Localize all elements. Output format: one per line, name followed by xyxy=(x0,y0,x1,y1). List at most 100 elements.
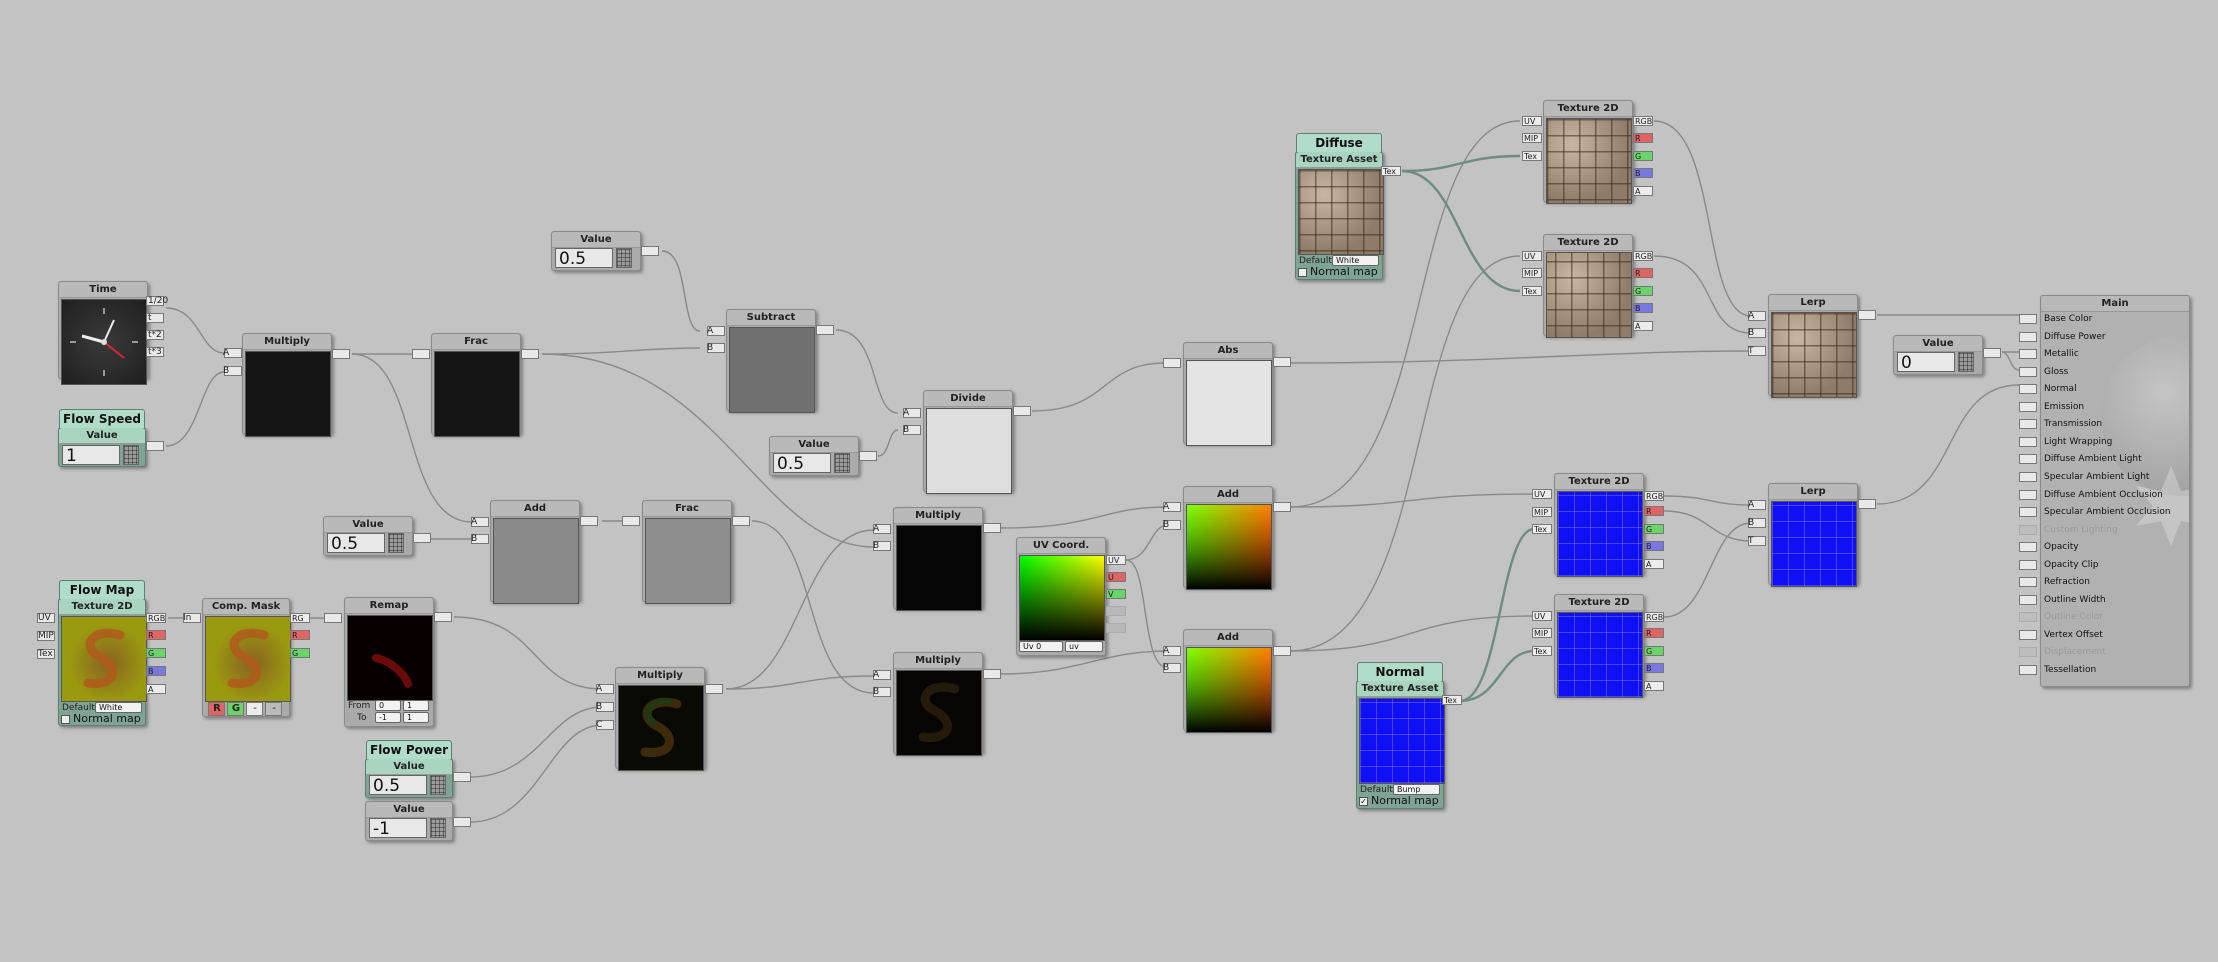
add-node[interactable]: Add xyxy=(1183,486,1273,590)
input-pin[interactable] xyxy=(471,517,489,527)
mask-g-button[interactable]: G xyxy=(227,702,244,716)
flow-map-node[interactable]: Flow Map Texture 2D Default White Normal… xyxy=(58,580,147,726)
normal-map-checkbox[interactable]: ✓ xyxy=(1359,797,1368,806)
output-pin-g[interactable]: G xyxy=(146,648,166,658)
output-pin-r[interactable]: R xyxy=(1644,628,1664,638)
texture2d-node[interactable]: Texture 2D xyxy=(1554,594,1644,698)
output-pin[interactable] xyxy=(1013,406,1031,416)
add-node[interactable]: Add xyxy=(1183,629,1273,733)
drag-handle[interactable] xyxy=(123,445,139,465)
value-input[interactable]: 1 xyxy=(62,445,120,466)
output-pin[interactable] xyxy=(1858,499,1876,509)
input-pin[interactable] xyxy=(707,343,725,353)
output-pin[interactable] xyxy=(146,313,164,323)
value-node[interactable]: Value 0.5 xyxy=(769,436,859,476)
output-pin[interactable] xyxy=(453,772,471,782)
multiply-node[interactable]: Multiply xyxy=(242,333,332,437)
output-pin-tex[interactable]: Tex xyxy=(1381,166,1401,176)
main-input-pin[interactable] xyxy=(2019,332,2037,342)
add-node[interactable]: Add xyxy=(490,500,580,604)
divide-node[interactable]: Divide xyxy=(923,390,1013,494)
value-input[interactable]: 0.5 xyxy=(369,775,427,796)
output-pin-g[interactable]: G xyxy=(1633,286,1653,296)
input-pin[interactable] xyxy=(412,349,430,359)
main-input-pin[interactable] xyxy=(2019,454,2037,464)
input-pin-tex[interactable]: Tex xyxy=(1532,646,1552,656)
output-pin[interactable] xyxy=(413,533,431,543)
output-pin[interactable] xyxy=(434,612,452,622)
main-input-pin[interactable] xyxy=(2019,507,2037,517)
to-min-input[interactable]: -1 xyxy=(375,712,401,723)
output-pin-r[interactable]: R xyxy=(1633,268,1653,278)
normal-map-checkbox[interactable] xyxy=(1298,268,1307,277)
uv-coord-node[interactable]: UV Coord. Uv 0 uv xyxy=(1016,537,1106,656)
drag-handle[interactable] xyxy=(430,818,446,838)
input-pin-uv[interactable]: UV xyxy=(1532,611,1552,621)
input-pin-mip[interactable]: MIP xyxy=(1532,628,1552,638)
multiply-node[interactable]: Multiply xyxy=(893,652,983,756)
drag-handle[interactable] xyxy=(1958,352,1974,372)
input-pin[interactable] xyxy=(873,670,891,680)
default-dropdown[interactable]: Bump xyxy=(1393,784,1440,795)
input-pin-uv[interactable]: UV xyxy=(1522,251,1542,261)
multiply-node[interactable]: Multiply xyxy=(893,507,983,611)
drag-handle[interactable] xyxy=(388,533,404,553)
output-pin-b[interactable]: B xyxy=(1633,168,1653,178)
input-pin-mip[interactable]: MIP xyxy=(1532,507,1552,517)
output-pin-rgb[interactable]: RGB xyxy=(1633,251,1653,261)
input-pin[interactable] xyxy=(873,687,891,697)
output-pin-a[interactable]: A xyxy=(1644,681,1664,691)
output-pin[interactable] xyxy=(1273,357,1291,367)
input-pin[interactable] xyxy=(873,541,891,551)
input-pin[interactable] xyxy=(37,631,55,641)
input-pin[interactable] xyxy=(1163,663,1181,673)
input-pin-uv[interactable]: UV xyxy=(1532,489,1552,499)
default-dropdown[interactable]: White xyxy=(1332,255,1379,266)
output-pin[interactable] xyxy=(1273,502,1291,512)
input-pin[interactable] xyxy=(596,720,614,730)
output-pin-rgb[interactable]: RGB xyxy=(1644,612,1664,622)
input-pin[interactable] xyxy=(596,684,614,694)
mask-a-button[interactable]: - xyxy=(265,702,282,716)
output-pin[interactable] xyxy=(816,325,834,335)
texture2d-node[interactable]: Texture 2D xyxy=(1543,234,1633,338)
value-input[interactable]: 0 xyxy=(1897,352,1955,373)
input-pin-tex[interactable]: Tex xyxy=(1532,524,1552,534)
output-pin[interactable] xyxy=(1273,646,1291,656)
input-pin[interactable] xyxy=(1748,346,1766,356)
input-pin[interactable] xyxy=(224,366,242,376)
output-pin-r[interactable]: R xyxy=(1633,133,1653,143)
output-pin-tex[interactable]: Tex xyxy=(1442,695,1462,705)
texture2d-node[interactable]: Texture 2D xyxy=(1543,100,1633,204)
input-pin[interactable] xyxy=(1748,311,1766,321)
input-pin[interactable] xyxy=(903,425,921,435)
flow-speed-node[interactable]: Flow Speed Value 1 xyxy=(58,409,146,467)
uv-channel-dropdown[interactable]: Uv 0 xyxy=(1019,641,1063,652)
input-pin[interactable] xyxy=(224,348,242,358)
input-pin[interactable] xyxy=(1163,520,1181,530)
drag-handle[interactable] xyxy=(430,775,446,795)
output-pin-r[interactable]: R xyxy=(1644,506,1664,516)
output-pin-g[interactable]: G xyxy=(1644,646,1664,656)
mask-b-button[interactable]: - xyxy=(246,702,263,716)
normal-map-checkbox[interactable] xyxy=(61,715,70,724)
output-pin-a[interactable]: A xyxy=(1633,321,1653,331)
value-input[interactable]: -1 xyxy=(369,818,427,839)
output-pin-u[interactable]: U xyxy=(1106,572,1126,582)
input-pin[interactable] xyxy=(1748,328,1766,338)
input-pin[interactable] xyxy=(1748,536,1766,546)
flow-power-node[interactable]: Flow Power Value 0.5 xyxy=(365,740,453,798)
output-pin[interactable] xyxy=(521,349,539,359)
input-pin[interactable] xyxy=(1748,518,1766,528)
multiply-node[interactable]: Multiply xyxy=(615,667,705,771)
input-pin[interactable] xyxy=(1163,502,1181,512)
value-node[interactable]: Value -1 xyxy=(365,801,453,841)
subtract-node[interactable]: Subtract xyxy=(726,309,816,413)
diffuse-texture-asset-node[interactable]: Diffuse Texture Asset Default White Norm… xyxy=(1295,133,1384,280)
input-pin[interactable] xyxy=(1163,646,1181,656)
output-pin[interactable] xyxy=(453,817,471,827)
main-input-pin[interactable] xyxy=(2019,472,2037,482)
normal-texture-asset-node[interactable]: Normal Texture Asset Default Bump ✓ Norm… xyxy=(1356,662,1445,809)
main-input-pin[interactable] xyxy=(2019,437,2037,447)
main-input-pin[interactable] xyxy=(2019,490,2037,500)
